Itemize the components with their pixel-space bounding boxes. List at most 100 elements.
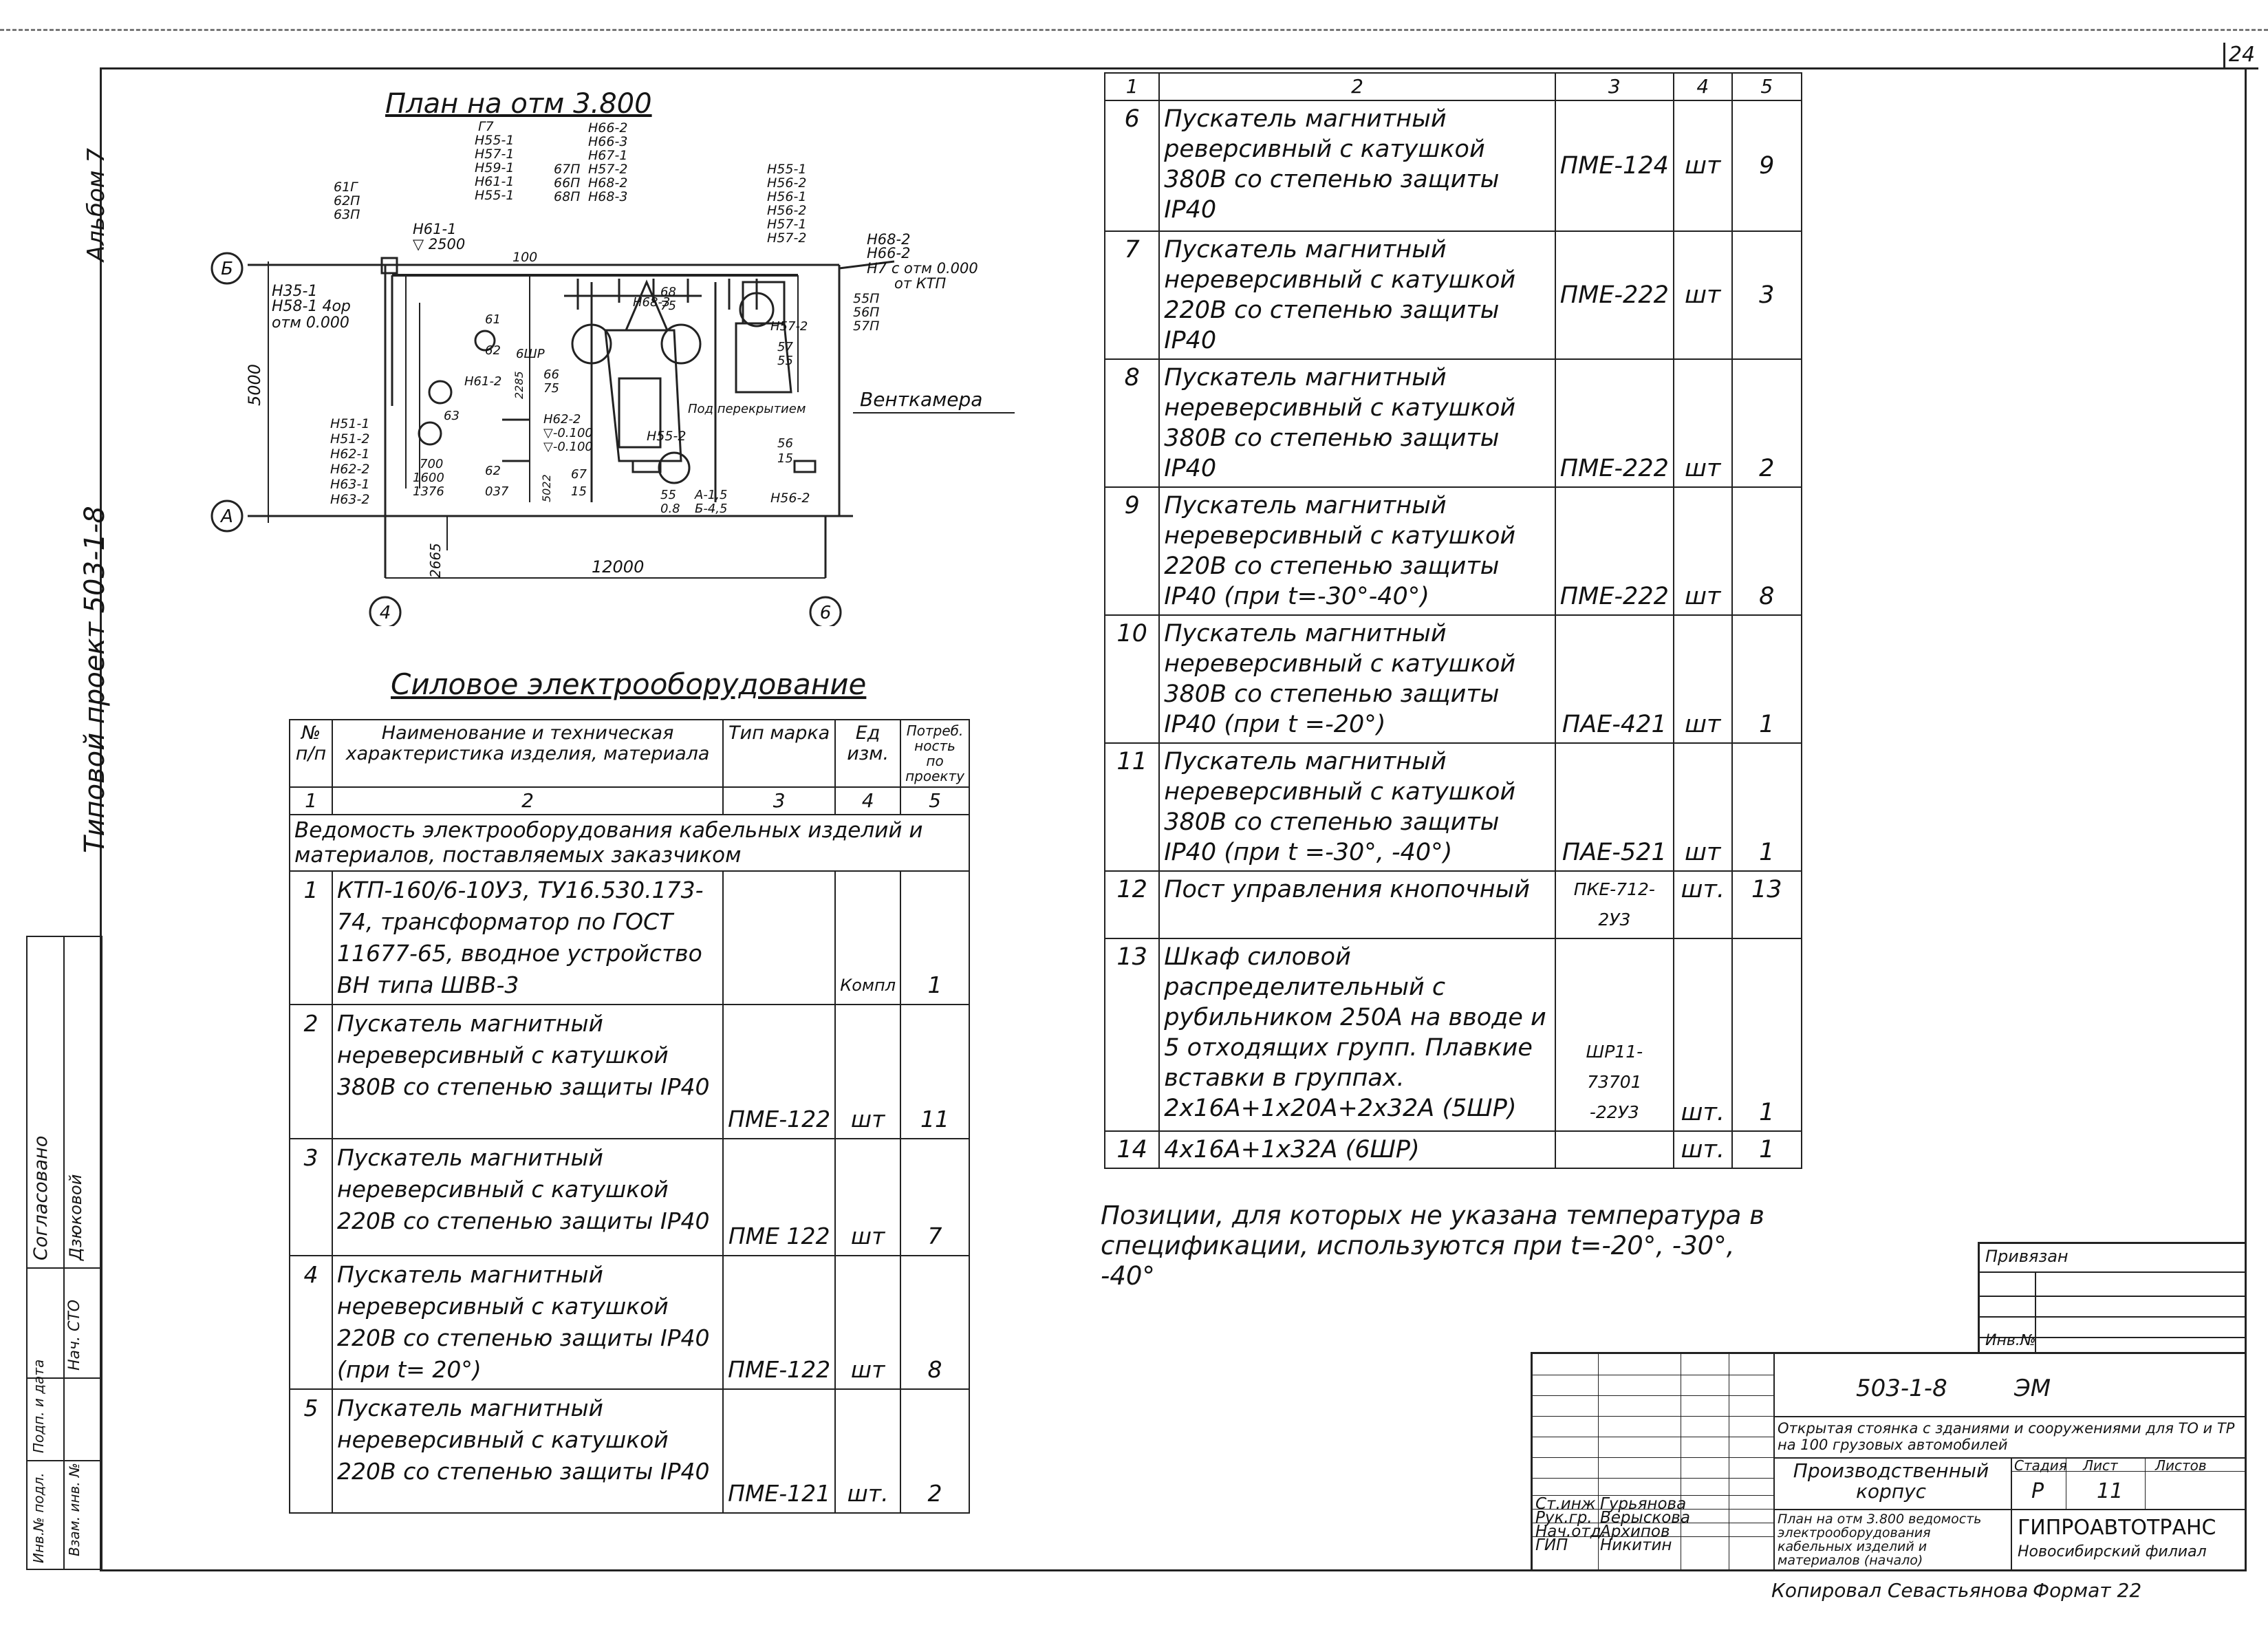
row-type: ПМЕ 122 (722, 1138, 836, 1256)
top-dash-line (0, 29, 2268, 31)
plan-inner-25: 15 (777, 451, 793, 466)
col-num-1: 1 (1103, 72, 1160, 101)
col-num-5: 5 (900, 786, 970, 815)
plan-inner-26: 57 (777, 340, 793, 354)
plan-label-fr4: 55П (853, 291, 879, 306)
plan-inner-15: 037 (485, 484, 509, 499)
table-row: 2 Пускатель магнитный нереверсивный с ка… (289, 1004, 970, 1139)
plan-inner-24: 56 (777, 436, 793, 451)
left-spec-table: № п/п Наименование и техническая характе… (289, 719, 970, 1514)
col-num-2: 2 (1158, 72, 1556, 101)
plan-inner-21: А-1,5 (694, 488, 727, 502)
plan-label-tm2-5: Н68-3 (588, 189, 627, 204)
table-row: 12 Пост управления кнопочный ПКЕ-712-2У3… (1103, 870, 1803, 939)
plan-inner-12: 1600 (413, 471, 444, 485)
temperature-note: Позиции, для которых не указана температ… (1101, 1201, 1764, 1291)
col-num-4: 4 (834, 786, 902, 815)
row-num: 11 (1103, 742, 1160, 872)
axis-label-4: 4 (380, 603, 391, 623)
row-type: ПМЕ-222 (1554, 358, 1674, 488)
row-unit: шт (1672, 614, 1733, 744)
col-header-type: Тип марка (722, 719, 836, 788)
axis-label-a: А (219, 506, 233, 527)
row-unit: шт (834, 1138, 902, 1256)
title-block: Ст.инж Рук.гр. Нач.отд. ГИП Гурьянова Ве… (1531, 1352, 2245, 1569)
row-num: 5 (289, 1388, 333, 1514)
right-spec-table: 1 2 3 4 5 6 Пускатель магнитный реверсив… (1103, 72, 1803, 1169)
plan-inner-23: Н56-2 (770, 491, 810, 506)
plan-inner-2: 66 (543, 367, 559, 382)
group-title: Ведомость электрооборудования кабельных … (289, 814, 970, 872)
row-qty: 1 (1731, 1130, 1803, 1169)
plan-label-tc2: Н57-1 (475, 147, 514, 162)
row-num: 7 (1103, 230, 1160, 360)
row-qty: 1 (900, 870, 970, 1005)
plan-label-tc0: Г7 (478, 119, 494, 134)
plan-label-bl2: Н62-1 (330, 447, 369, 462)
row-name: Пускатель магнитный нереверсивный с кату… (1158, 742, 1556, 872)
org-name: ГИПРОАВТОТРАНС (2018, 1516, 2216, 1540)
stage-value: Р (2031, 1479, 2044, 1503)
row-num: 10 (1103, 614, 1160, 744)
format-label: Формат 22 (2033, 1579, 2142, 1602)
row-type: ПМЕ-122 (722, 1004, 836, 1139)
row-unit: шт (834, 1004, 902, 1139)
plan-label-tr2: Н56-1 (767, 189, 806, 204)
plan-label-l2: отм 0.000 (272, 314, 349, 332)
table-row: 11 Пускатель магнитный нереверсивный с к… (1103, 742, 1803, 872)
dim-12000: 12000 (592, 557, 644, 577)
row-type: ПМЕ-124 (1554, 100, 1674, 232)
row-name: Пускатель магнитный реверсивный с катушк… (1158, 100, 1556, 232)
row-type (1554, 1130, 1674, 1169)
plan-label-tm2-1: Н66-3 (588, 134, 627, 149)
row-unit: шт. (834, 1388, 902, 1514)
sheet-value: 11 (2097, 1479, 2124, 1503)
role-0: Ст.инж (1535, 1495, 1596, 1513)
axis-label-6: 6 (820, 603, 832, 623)
sheets-header: Листов (2155, 1457, 2207, 1474)
row-name: Пускатель магнитный нереверсивный с кату… (331, 1138, 724, 1256)
row-qty: 1 (1731, 742, 1803, 872)
privyazan-block: Привязан Инв.№ (1978, 1242, 2245, 1354)
table-row: 7 Пускатель магнитный нереверсивный с ка… (1103, 230, 1803, 360)
side-stamp-sign-date: Подп. и дата (30, 1359, 47, 1453)
col-header-num: № п/п (289, 719, 333, 788)
row-type: ПКЕ-712-2У3 (1554, 870, 1674, 939)
plan-inner-7: Н61-2 (464, 374, 501, 389)
plan-inner-5: 2285 (512, 371, 526, 399)
plan-label-tm2-3: Н57-2 (588, 162, 627, 177)
row-qty: 7 (900, 1138, 970, 1256)
row-qty: 13 (1731, 870, 1803, 939)
col-header-unit: Ед изм. (834, 719, 902, 788)
name-2: Архипов (1600, 1523, 1670, 1540)
side-stamp-inv: Инв.№ подл. (30, 1472, 47, 1563)
role-3: ГИП (1535, 1536, 1568, 1554)
side-approval-stamp: Согласовано Дзюковой Нач. СТО Инв.№ подл… (26, 936, 102, 1570)
row-type (722, 870, 836, 1005)
plan-label-tm2-0: Н66-2 (588, 120, 627, 136)
row-type: ШР11-73701 -22У3 (1554, 938, 1674, 1132)
plan-label-fr5: 56П (853, 305, 879, 320)
plan-label-tc5: Н55-1 (475, 188, 514, 203)
plan-pod-perekr: Под перекрытием (688, 402, 806, 416)
name-0: Гурьянова (1600, 1495, 1687, 1513)
col-header-name: Наименование и техническая характеристик… (331, 719, 724, 788)
row-name: Пускатель магнитный нереверсивный с кату… (331, 1255, 724, 1390)
col-num-2: 2 (331, 786, 724, 815)
row-name: Пускатель магнитный нереверсивный с кату… (331, 1388, 724, 1514)
plan-inner-6: 63 (444, 409, 460, 423)
table-row: 14 4х16А+1х32А (6ШР) шт. 1 (1103, 1130, 1803, 1169)
plan-label-100: 100 (512, 250, 537, 265)
row-qty: 9 (1731, 100, 1803, 232)
table-row: 10 Пускатель магнитный нереверсивный с к… (1103, 614, 1803, 744)
col-num-1: 1 (289, 786, 333, 815)
table-row: 5 Пускатель магнитный нереверсивный с ка… (289, 1388, 970, 1514)
row-num: 6 (1103, 100, 1160, 232)
row-name: Пускатель магнитный нереверсивный с кату… (1158, 358, 1556, 488)
row-num: 1 (289, 870, 333, 1005)
plan-inner-22: Б-4,5 (695, 502, 727, 516)
row-num: 3 (289, 1138, 333, 1256)
plan-label-tr0: Н55-1 (767, 162, 806, 177)
plan-inner-10: ▽-0.100 (543, 440, 593, 454)
floor-plan-drawing: Б А 4 6 5000 12000 2665 Н35-1 Н58-1 4ор … (210, 119, 1015, 626)
